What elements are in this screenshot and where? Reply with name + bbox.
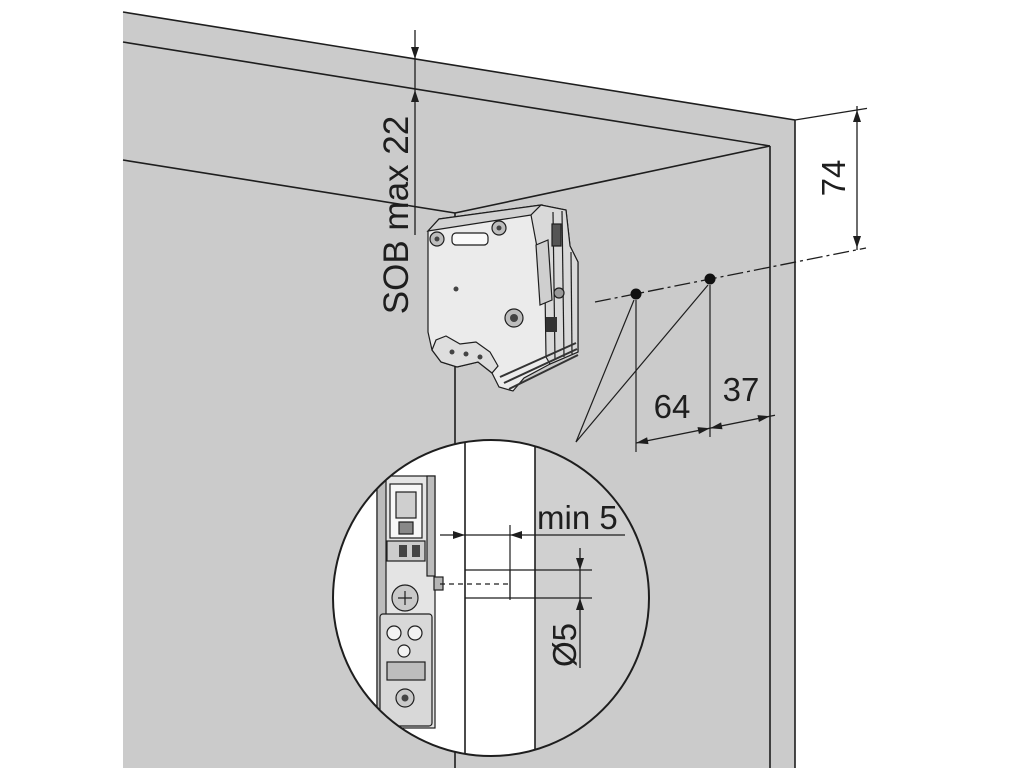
spacing-arrow: [697, 427, 710, 434]
hole-center-line: [594, 247, 867, 303]
diameter-arrow-up: [576, 598, 584, 610]
detail-spring-tab: [412, 545, 420, 557]
mechanism-bottom-rail: [499, 342, 577, 378]
drill-holes: [575, 247, 867, 452]
mechanism-bottom-rail: [508, 354, 579, 390]
sob-arrow-down: [411, 47, 419, 59]
hole-diameter-dimension: [510, 548, 592, 668]
diameter-arrow-down: [576, 558, 584, 570]
mechanism-bottom-rail: [503, 348, 578, 384]
mechanism-slot: [451, 232, 489, 246]
detail-screw-cross: [398, 591, 412, 605]
mechanism-foot-hole: [463, 351, 469, 357]
mechanism-screw-center: [496, 225, 502, 231]
mechanism-spring-block: [551, 223, 562, 247]
sob-arrow-up: [411, 90, 419, 102]
mechanism-lever: [535, 239, 553, 306]
offset-arrow: [757, 415, 770, 422]
inner-corner-edge: [454, 145, 771, 214]
detail-body-hole: [386, 625, 402, 641]
detail-upper-block: [398, 521, 414, 535]
drill-hole-2: [704, 273, 716, 285]
mechanism-foot-hole: [449, 349, 455, 355]
depth-label: min 5: [537, 499, 618, 536]
detail-circle-outline: [332, 439, 650, 757]
detail-screw-center: [401, 694, 409, 702]
mechanism-rivet: [453, 286, 459, 292]
panel-top-inner-edge: [122, 41, 771, 147]
top-extension-line: [794, 107, 868, 121]
detail-magnifier: [332, 439, 650, 757]
height-arrow-down: [853, 236, 861, 248]
hole-depth-dimension: [440, 525, 625, 600]
panel-top-outer-edge: [122, 11, 796, 121]
mechanism-side-rail: [561, 210, 565, 358]
mechanism-latch: [546, 317, 557, 332]
top-panel-underside-edge: [122, 159, 456, 214]
detail-body-hole: [397, 644, 411, 658]
height-dimension: [794, 106, 868, 250]
spacing-dimensions: [635, 414, 776, 445]
sob-dimension: [411, 30, 419, 235]
sob-label: SOB max 22: [377, 116, 416, 314]
mechanism-pin: [553, 287, 565, 299]
detail-leader-line: [575, 299, 635, 443]
detail-spring-tab: [399, 545, 407, 557]
detail-body-hole: [407, 625, 423, 641]
mechanism-foot-hole: [477, 354, 483, 360]
mechanism-detail: [376, 475, 444, 729]
depth-arrow-right: [453, 531, 465, 539]
height-arrow-up: [853, 110, 861, 122]
mechanism-screw-center: [510, 314, 518, 322]
offset-arrow: [710, 422, 723, 430]
offset-label: 37: [723, 371, 760, 408]
drill-hole-1: [630, 288, 642, 300]
height-label: 74: [815, 160, 852, 197]
mechanism-side-rail: [570, 251, 573, 355]
diameter-label: Ø5: [546, 623, 583, 667]
detail-upper-insert: [395, 491, 417, 519]
detail-body-plate: [386, 661, 426, 681]
mechanism-screw-center: [434, 236, 440, 242]
detail-right-rail: [426, 475, 436, 577]
spacing-arrow: [636, 437, 649, 445]
spacing-label: 64: [654, 388, 691, 425]
soft-close-mechanism: [426, 204, 579, 392]
depth-arrow-left: [510, 531, 522, 539]
detail-leader-line: [575, 284, 709, 443]
